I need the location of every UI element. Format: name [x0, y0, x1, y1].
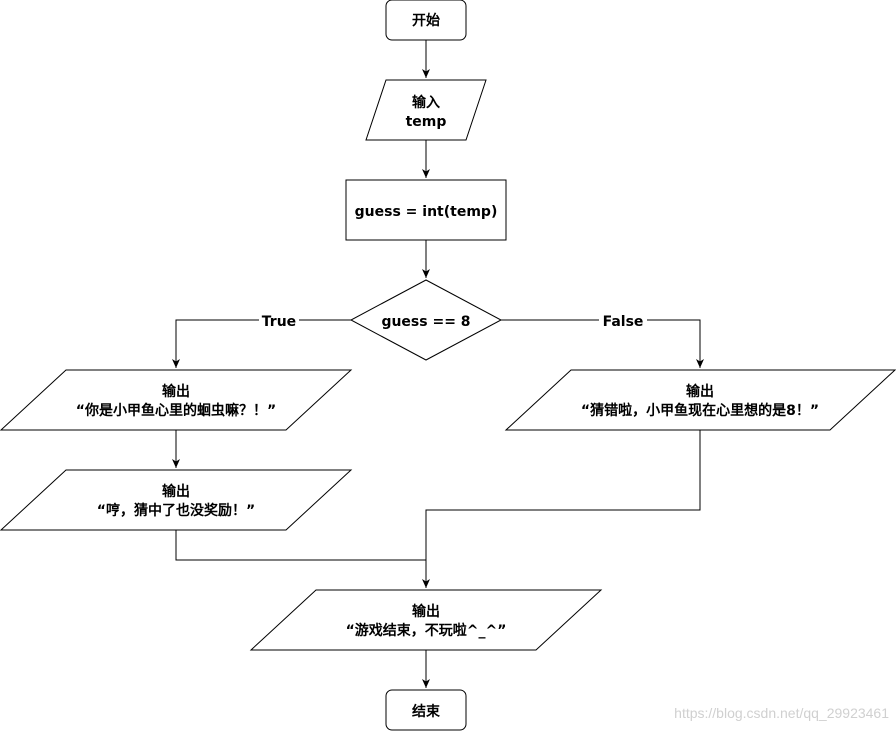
decision-label: guess == 8 — [381, 314, 470, 330]
end-label: 结束 — [412, 703, 441, 720]
output-true-1-line2: “你是小甲鱼心里的蛔虫嘛？！” — [76, 402, 276, 419]
decision-node: guess == 8 — [349, 279, 503, 361]
output-true-1-line1: 输出 — [162, 383, 190, 400]
input-label-line1: 输入 — [412, 94, 440, 111]
output-true-2-line1: 输出 — [162, 483, 190, 500]
input-label-line2: temp — [406, 114, 447, 130]
false-label-bg — [599, 311, 647, 329]
edge-decision-false — [501, 319, 704, 368]
start-label: 开始 — [412, 12, 440, 29]
output-false-node: 输出 “猜错啦，小甲鱼现在心里想的是8！” — [504, 369, 896, 431]
false-label: False — [603, 314, 644, 330]
output-true-2-line2: “哼，猜中了也没奖励！” — [97, 502, 255, 519]
true-label: True — [262, 314, 296, 330]
output-end-node: 输出 “游戏结束，不玩啦^_^” — [249, 589, 603, 651]
edge-true2-end-output — [175, 530, 430, 588]
output-end-line1: 输出 — [412, 603, 440, 620]
output-false-line1: 输出 — [686, 383, 714, 400]
output-true-2-node: 输出 “哼，猜中了也没奖励！” — [0, 469, 353, 531]
edge-false-end-output — [425, 430, 701, 560]
true-label-bg — [259, 311, 299, 329]
output-true-1-node: 输出 “你是小甲鱼心里的蛔虫嘛？！” — [0, 369, 353, 431]
output-false-line2: “猜错啦，小甲鱼现在心里想的是8！” — [581, 402, 819, 419]
assign-node: guess = int(temp) — [345, 179, 507, 241]
start-node: 开始 — [385, 0, 467, 41]
input-node: 输入 temp — [365, 79, 487, 141]
watermark-text: https://blog.csdn.net/qq_29923461 — [674, 705, 889, 721]
assign-label: guess = int(temp) — [355, 204, 498, 220]
end-node: 结束 — [385, 689, 467, 731]
output-end-line2: “游戏结束，不玩啦^_^” — [346, 622, 507, 639]
